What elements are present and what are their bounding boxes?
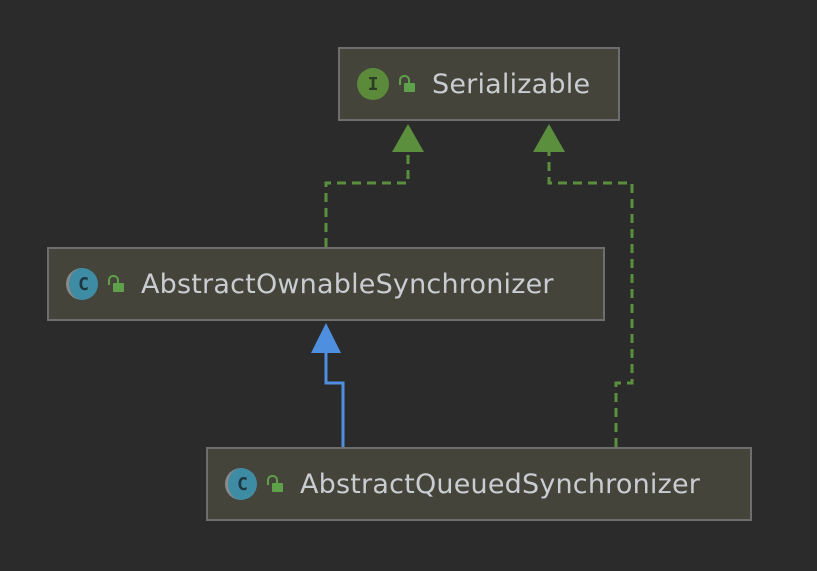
- node-abstract-queued-synchronizer[interactable]: C AbstractQueuedSynchronizer: [206, 447, 752, 521]
- arrowhead-aqs-implements-serializable: [533, 124, 565, 152]
- node-label: Serializable: [432, 68, 591, 100]
- node-serializable[interactable]: I Serializable: [338, 47, 620, 121]
- edge-aqs-extends-aos: [324, 352, 345, 447]
- node-abstract-ownable-synchronizer[interactable]: C AbstractOwnableSynchronizer: [47, 247, 605, 321]
- unlocked-lock-icon: [266, 474, 284, 494]
- unlocked-lock-icon: [398, 74, 416, 94]
- arrowhead-aos-implements-serializable: [392, 124, 424, 152]
- unlocked-lock-icon: [107, 274, 125, 294]
- node-label: AbstractOwnableSynchronizer: [141, 268, 554, 300]
- node-label: AbstractQueuedSynchronizer: [300, 468, 701, 500]
- arrowhead-aqs-extends-aos: [311, 323, 341, 353]
- class-icon: C: [66, 268, 98, 300]
- interface-icon: I: [357, 68, 389, 100]
- edge-aqs-implements-serializable: [547, 151, 634, 447]
- class-icon: C: [225, 468, 257, 500]
- edge-aos-implements-serializable: [324, 151, 410, 247]
